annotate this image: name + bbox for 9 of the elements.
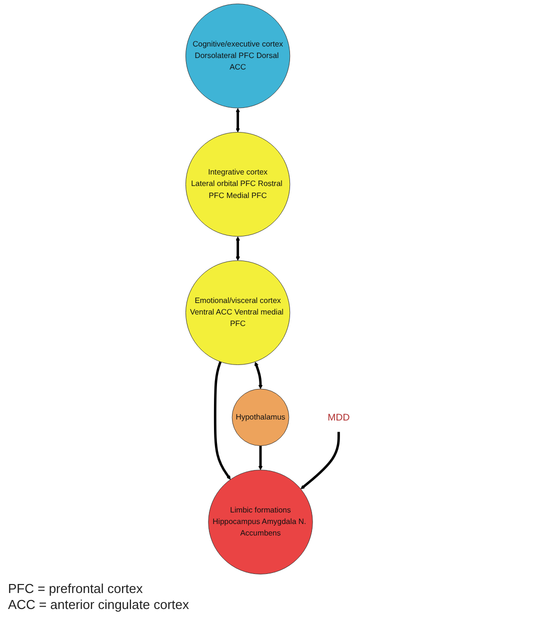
node-text: MDD <box>328 412 350 423</box>
arrow <box>214 361 231 480</box>
arrow <box>258 446 263 470</box>
abbreviation-note: PFC = prefrontal cortex <box>8 581 144 596</box>
arrow <box>254 362 263 390</box>
arrow <box>236 108 240 132</box>
arrow <box>300 432 340 490</box>
arrow <box>236 236 240 261</box>
abbreviation-note: ACC = anterior cingulate cortex <box>8 597 190 612</box>
